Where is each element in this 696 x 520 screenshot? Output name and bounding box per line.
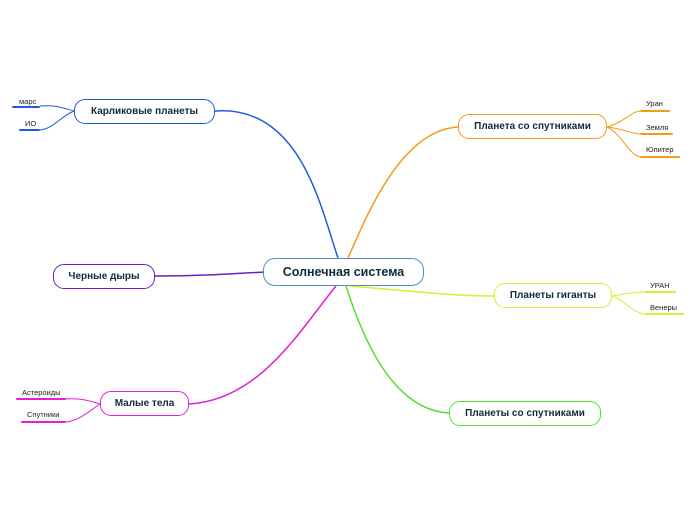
branch-label: Карликовые планеты [90, 106, 199, 117]
leaf-jupiter[interactable]: Юпитер [646, 145, 674, 154]
leaf-asteroids[interactable]: Астероиды [22, 388, 61, 397]
leaf-underline [12, 106, 40, 108]
branch-label: Малые тела [114, 398, 175, 409]
link-leaf-venus [611, 295, 646, 315]
branch-label: Планета со спутниками [474, 121, 591, 132]
link-leaf-asteroids [65, 398, 101, 405]
leaf-underline [21, 421, 66, 423]
link-leaf-uran2 [611, 291, 646, 297]
leaf-uranus[interactable]: Уран [646, 99, 663, 108]
branch-planet-with-satellites[interactable]: Планета со спутниками [458, 114, 607, 139]
leaf-io[interactable]: ИО [25, 119, 37, 128]
root-node[interactable]: Солнечная система [263, 258, 424, 286]
link-dwarf [214, 110, 339, 259]
leaf-underline [640, 110, 670, 112]
leaf-underline [640, 156, 680, 158]
branch-dwarf-planets[interactable]: Карликовые планеты [74, 99, 215, 124]
leaf-mars[interactable]: марс [19, 97, 37, 106]
leaf-underline [16, 398, 66, 400]
root-label: Солнечная система [282, 265, 405, 279]
leaf-earth[interactable]: Земля [646, 123, 669, 132]
branch-planets-with-satellites[interactable]: Планеты со спутниками [449, 401, 601, 426]
link-leaf-uranus [606, 110, 641, 128]
link-leaf-io [39, 110, 75, 131]
leaf-underline [640, 133, 673, 135]
link-blackholes [154, 271, 265, 277]
leaf-underline [19, 129, 40, 131]
branch-giant-planets[interactable]: Планеты гиганты [494, 283, 612, 308]
link-satellites2 [345, 285, 450, 414]
leaf-satellites[interactable]: Спутники [27, 410, 60, 419]
link-leaf-satellites [65, 403, 101, 423]
link-leaf-jupiter [606, 126, 641, 158]
link-small [188, 285, 337, 405]
branch-label: Планеты со спутниками [465, 408, 585, 419]
branch-black-holes[interactable]: Черные дыры [53, 264, 155, 289]
branch-small-bodies[interactable]: Малые тела [100, 391, 189, 416]
leaf-underline [645, 313, 684, 315]
leaf-uran-caps[interactable]: УРАН [650, 281, 670, 290]
link-giants [349, 285, 495, 297]
link-satellites1 [347, 126, 459, 259]
leaf-venus[interactable]: Венеры [650, 303, 678, 312]
branch-label: Планеты гиганты [509, 290, 597, 301]
branch-label: Черные дыры [68, 271, 140, 282]
link-leaf-earth [606, 126, 641, 135]
leaf-underline [645, 291, 676, 293]
link-leaf-mars [39, 105, 75, 112]
